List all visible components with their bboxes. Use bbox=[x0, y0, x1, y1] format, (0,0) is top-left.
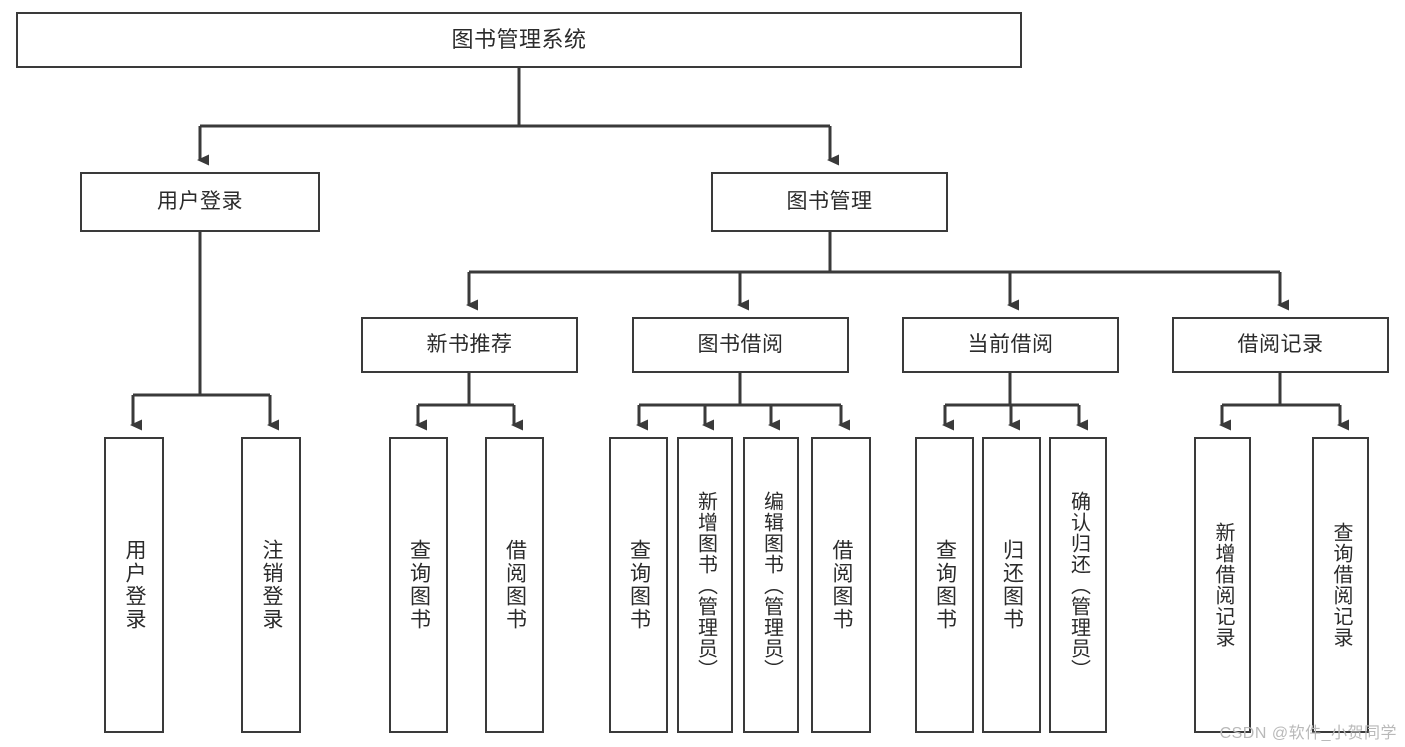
leaf-add-book-admin[interactable]: 新增图书（管理员） bbox=[677, 437, 733, 733]
leaf-borrow-book-recommend[interactable]: 借阅图书 bbox=[485, 437, 544, 733]
node-label: 图书管理系统 bbox=[451, 27, 587, 53]
leaf-user-login[interactable]: 用户登录 bbox=[104, 437, 164, 733]
node-current-borrow[interactable]: 当前借阅 bbox=[902, 317, 1119, 373]
leaf-query-book-recommend[interactable]: 查询图书 bbox=[389, 437, 448, 733]
node-new-book-recommend[interactable]: 新书推荐 bbox=[361, 317, 578, 373]
node-label: 图书借阅 bbox=[697, 332, 784, 356]
node-label: 新书推荐 bbox=[426, 332, 513, 356]
leaf-add-borrow-record[interactable]: 新增借阅记录 bbox=[1194, 437, 1251, 733]
node-label: 图书管理 bbox=[786, 189, 873, 213]
node-label: 当前借阅 bbox=[967, 332, 1054, 356]
leaf-return-book[interactable]: 归还图书 bbox=[982, 437, 1041, 733]
node-label: 借阅记录 bbox=[1237, 332, 1324, 356]
node-label: 查询图书 bbox=[627, 539, 651, 631]
leaf-edit-book-admin[interactable]: 编辑图书（管理员） bbox=[743, 437, 799, 733]
leaf-borrow-book[interactable]: 借阅图书 bbox=[811, 437, 871, 733]
node-label: 确认归还（管理员） bbox=[1067, 490, 1090, 680]
node-label: 新增借阅记录 bbox=[1212, 522, 1234, 648]
csdn-watermark: CSDN @软件_小贺同学 bbox=[1219, 725, 1397, 742]
leaf-logout[interactable]: 注销登录 bbox=[241, 437, 301, 733]
node-label: 借阅图书 bbox=[830, 539, 854, 631]
node-label: 用户登录 bbox=[157, 189, 243, 213]
node-label: 归还图书 bbox=[1000, 539, 1024, 631]
node-label: 注销登录 bbox=[260, 539, 284, 631]
node-label: 借阅图书 bbox=[503, 539, 527, 631]
node-book-management[interactable]: 图书管理 bbox=[711, 172, 948, 232]
leaf-query-book-borrow[interactable]: 查询图书 bbox=[609, 437, 668, 733]
leaf-query-book-current[interactable]: 查询图书 bbox=[915, 437, 974, 733]
node-label: 编辑图书（管理员） bbox=[760, 490, 783, 680]
node-label: 用户登录 bbox=[123, 539, 147, 631]
leaf-confirm-return-admin[interactable]: 确认归还（管理员） bbox=[1049, 437, 1107, 733]
node-label: 查询借阅记录 bbox=[1330, 522, 1352, 648]
leaf-query-borrow-record[interactable]: 查询借阅记录 bbox=[1312, 437, 1369, 733]
node-label: 查询图书 bbox=[933, 539, 957, 631]
node-label: 查询图书 bbox=[407, 539, 431, 631]
node-borrow-record[interactable]: 借阅记录 bbox=[1172, 317, 1389, 373]
node-user-login[interactable]: 用户登录 bbox=[80, 172, 320, 232]
node-root-system[interactable]: 图书管理系统 bbox=[16, 12, 1022, 68]
node-book-borrow[interactable]: 图书借阅 bbox=[632, 317, 849, 373]
node-label: 新增图书（管理员） bbox=[694, 490, 717, 680]
